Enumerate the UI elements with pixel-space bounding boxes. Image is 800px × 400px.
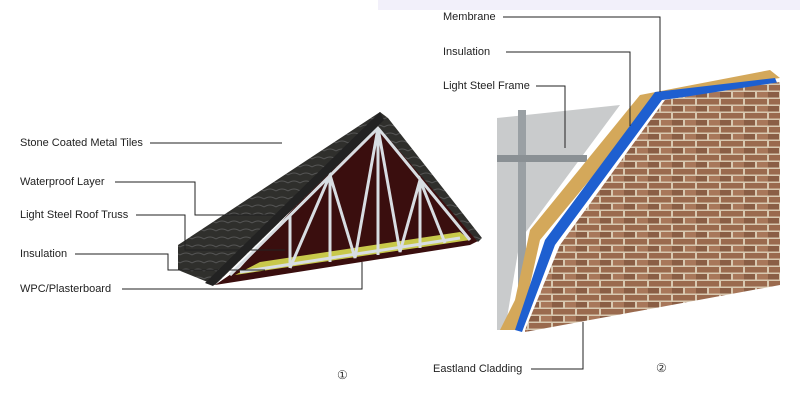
roof-label-truss: Light Steel Roof Truss [20,209,129,221]
roof-label-insulation: Insulation [20,248,68,260]
wall-label-cladding: Eastland Cladding [433,363,523,375]
wall-number: ② [656,361,667,375]
wall-illustration [497,70,780,332]
top-band [378,0,800,10]
roof-label-plasterboard: WPC/Plasterboard [20,283,112,295]
roof-label-tiles: Stone Coated Metal Tiles [20,137,143,149]
wall-label-insulation: Insulation [443,46,491,58]
roof-illustration [178,112,482,286]
roof-label-waterproof: Waterproof Layer [20,176,105,188]
leader-lines [75,16,661,370]
roof-number: ① [337,368,348,382]
wall-label-frame: Light Steel Frame [443,80,530,92]
wall-label-membrane: Membrane [443,11,496,23]
